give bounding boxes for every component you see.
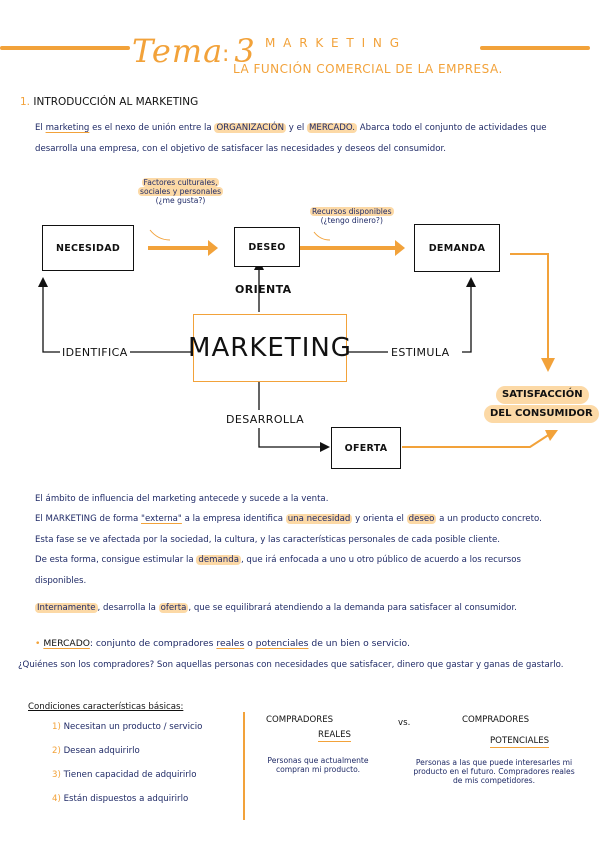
chapter-subtitle: LA FUNCIÓN COMERCIAL DE LA EMPRESA. bbox=[233, 62, 503, 76]
note-arrow bbox=[313, 231, 331, 241]
term-organizacion: ORGANIZACIÓN bbox=[214, 123, 287, 133]
arrow-head bbox=[38, 277, 48, 287]
line-desarrolla-oferta bbox=[258, 428, 322, 448]
body-line-5: disponibles. bbox=[35, 576, 87, 586]
term-reales: reales bbox=[216, 638, 245, 649]
satisfaccion-line1: SATISFACCIÓN bbox=[496, 386, 589, 404]
reales-heading-1: COMPRADORES bbox=[266, 715, 334, 725]
potenciales-heading-2: POTENCIALES bbox=[490, 736, 550, 748]
label-identifica: IDENTIFICA bbox=[62, 346, 128, 359]
line-estimula-demanda bbox=[462, 285, 472, 353]
body-line-1: El ámbito de influencia del marketing an… bbox=[35, 494, 329, 504]
condition-item: 1) Necesitan un producto / servicio bbox=[52, 722, 203, 732]
arrow-oferta-satisfaccion bbox=[402, 433, 551, 448]
term-necesidad: una necesidad bbox=[285, 514, 353, 524]
note-recursos-line2: (¿tengo dinero?) bbox=[320, 216, 383, 226]
satisfaccion-line2: DEL CONSUMIDOR bbox=[484, 405, 599, 423]
note-factores-line1: Factores culturales, bbox=[141, 178, 220, 187]
mercado-definition: • MERCADO: conjunto de compradores reale… bbox=[35, 638, 410, 649]
condition-item: 2) Desean adquirirlo bbox=[52, 746, 140, 756]
conditions-list: 1) Necesitan un producto / servicio 2) D… bbox=[52, 722, 202, 818]
intro-text: y el bbox=[288, 123, 305, 133]
label-estimula: ESTIMULA bbox=[391, 346, 450, 359]
section-title: INTRODUCCIÓN AL MARKETING bbox=[33, 96, 199, 108]
header-underline-right bbox=[480, 46, 590, 50]
condition-item: 4) Están dispuestos a adquirirlo bbox=[52, 794, 189, 804]
marketing-heading: M A R K E T I N G bbox=[265, 36, 402, 50]
intro-paragraph: El marketing es el nexo de unión entre l… bbox=[35, 123, 583, 134]
term-deseo: deseo bbox=[406, 514, 437, 524]
box-deseo: DESEO bbox=[234, 227, 300, 267]
tema-colon: : bbox=[222, 42, 230, 67]
line-identifica-necesidad bbox=[42, 285, 60, 353]
note-recursos: Recursos disponibles (¿tengo dinero?) bbox=[310, 207, 394, 225]
condition-item: 3) Tienen capacidad de adquirirlo bbox=[52, 770, 197, 780]
reales-description: Personas que actualmente compran mi prod… bbox=[267, 756, 369, 775]
intro-paragraph-line2: desarrolla una empresa, con el objetivo … bbox=[35, 144, 446, 154]
term-marketing: marketing bbox=[45, 123, 90, 133]
body-line-2: El MARKETING de forma "externa" a la emp… bbox=[35, 514, 542, 524]
potenciales-description: Personas a las que puede interesarles mi… bbox=[413, 758, 575, 786]
arrow-head bbox=[320, 442, 330, 452]
quienes-line: ¿Quiénes son los compradores? Son aquell… bbox=[18, 660, 564, 670]
tema-title: Tema 3 bbox=[132, 32, 256, 70]
arrow-head bbox=[545, 430, 558, 441]
box-demanda: DEMANDA bbox=[414, 224, 500, 272]
term-mercado: MERCADO. bbox=[307, 123, 358, 133]
term-externa: "externa" bbox=[141, 514, 182, 524]
arrow-demanda-satisfaccion bbox=[510, 253, 549, 360]
term-potenciales: potenciales bbox=[255, 638, 309, 649]
note-factores-line3: (¿me gusta?) bbox=[155, 196, 206, 206]
body-line-3: Esta fase se ve afectada por la sociedad… bbox=[35, 535, 501, 545]
arrow-head bbox=[466, 277, 476, 287]
arrow-head bbox=[208, 240, 218, 256]
note-factores: Factores culturales, sociales y personal… bbox=[138, 178, 224, 206]
term-demanda: demanda bbox=[196, 555, 241, 565]
header-underline bbox=[0, 46, 130, 50]
box-necesidad: NECESIDAD bbox=[42, 225, 134, 271]
intro-text: Abarca todo el conjunto de actividades q… bbox=[359, 123, 547, 133]
note-recursos-line1: Recursos disponibles bbox=[310, 207, 394, 216]
section-number: 1. bbox=[20, 96, 31, 108]
comparison-divider bbox=[243, 712, 245, 820]
potenciales-heading-1: COMPRADORES bbox=[462, 715, 530, 725]
note-arrow bbox=[149, 229, 171, 241]
box-marketing: MARKETING bbox=[188, 314, 351, 382]
label-desarrolla: DESARROLLA bbox=[226, 413, 305, 426]
body-line-6: Internamente, desarrolla la oferta, que … bbox=[35, 603, 517, 613]
arrow-head bbox=[395, 240, 405, 256]
vs-label: vs. bbox=[398, 718, 411, 728]
body-line-4: De esta forma, consigue estimular la dem… bbox=[35, 555, 522, 565]
conditions-title: Condiciones características básicas: bbox=[28, 702, 184, 712]
arrow-head bbox=[541, 358, 555, 372]
section-heading: 1. INTRODUCCIÓN AL MARKETING bbox=[20, 96, 198, 108]
term-internamente: Internamente bbox=[35, 603, 98, 613]
intro-text: es el nexo de unión entre la bbox=[92, 123, 212, 133]
box-oferta: OFERTA bbox=[331, 427, 401, 469]
reales-heading-2: REALES bbox=[318, 730, 351, 742]
intro-text: El bbox=[35, 123, 43, 133]
term-mercado-def: MERCADO bbox=[43, 638, 90, 649]
term-oferta: oferta bbox=[158, 603, 189, 613]
note-factores-line2: sociales y personales bbox=[138, 187, 224, 197]
label-orienta: ORIENTA bbox=[235, 283, 292, 296]
